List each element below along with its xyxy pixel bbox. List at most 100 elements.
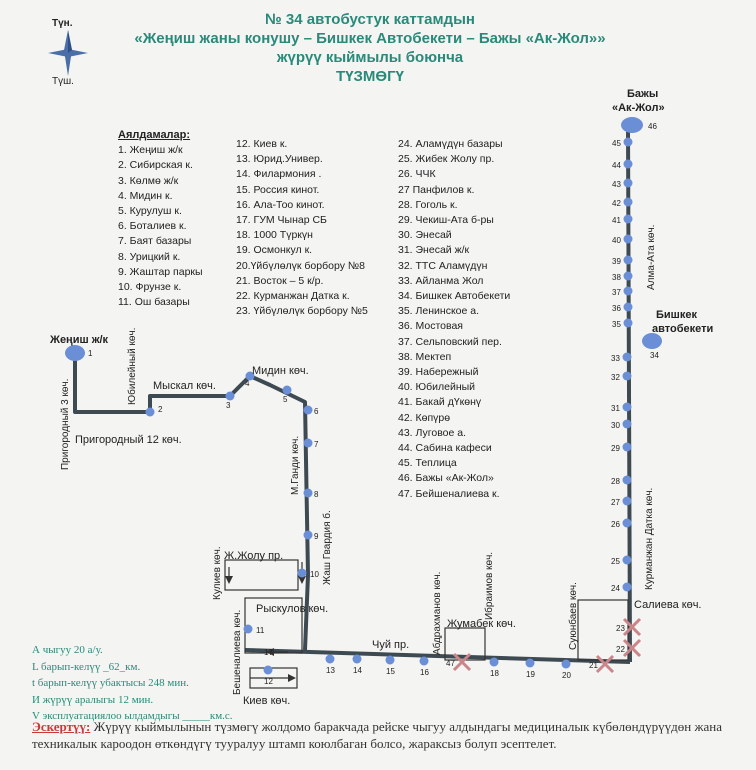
bus-stop-number: 8 <box>314 490 319 499</box>
bus-stop-marker <box>623 271 633 281</box>
bus-stop-marker <box>623 318 633 328</box>
legend-title: Аялдамалар: <box>118 129 191 141</box>
stops-legend-col2: 12. Киев к.13. Юрид.Универ.14. Филармони… <box>236 137 368 319</box>
legend-stop-item: 9. Жаштар паркы <box>118 265 203 278</box>
legend-stop-item: 45. Теплица <box>398 457 457 470</box>
bus-stop-marker <box>623 255 633 265</box>
bus-stop-marker <box>297 568 307 578</box>
legend-stop-item: 31. Энесай ж/к <box>398 244 470 257</box>
compass: Түн. Түш. <box>38 18 98 88</box>
compass-north-label: Түн. <box>52 18 73 29</box>
bus-stop-number: 37 <box>612 288 621 297</box>
street-label-chuy: Чуй пр. <box>372 639 409 651</box>
bus-stop-number: 34 <box>650 351 659 360</box>
legend-stop-item: 14. Филармония . <box>236 168 322 181</box>
bus-stop-marker <box>622 555 632 565</box>
bus-stop-marker <box>245 371 255 381</box>
bus-stop-number: 35 <box>612 320 621 329</box>
bus-stop-number: 31 <box>611 404 620 413</box>
stat-interval: И жүрүү аралыгы 12 мин. <box>32 693 154 706</box>
legend-stop-item: 1. Жеңиш ж/к <box>118 144 183 157</box>
bus-stop-number: 44 <box>612 161 621 170</box>
title-line-2: «Жеңиш жаны конушу – Бишкек Автобекети –… <box>134 30 606 47</box>
bus-stop-number: 21 <box>589 661 598 670</box>
legend-stop-item: 11. Ош базары <box>118 296 190 309</box>
legend-stop-item: 33. Айланма Жол <box>398 274 484 287</box>
title-line-1: № 34 автобустук каттамдын <box>265 11 475 28</box>
legend-stop-item: 37. Сельповский пер. <box>398 335 502 348</box>
legend-stop-item: 3. Көлмө ж/к <box>118 174 179 187</box>
legend-stop-item: 18. 1000 Түркүн <box>236 229 313 242</box>
bus-stop-number: 17 <box>264 648 273 657</box>
zh-zholu-block <box>224 559 299 591</box>
street-label-gvardia: Жаш Гвардия б. <box>321 510 333 585</box>
bus-stop-marker <box>622 496 632 506</box>
bus-stop-marker <box>352 654 362 664</box>
bus-stop-marker <box>303 405 313 415</box>
legend-stop-item: 42. Көпүрө <box>398 411 451 424</box>
bus-stop-marker <box>282 385 292 395</box>
bus-stop-marker <box>243 624 253 634</box>
bus-stop-number: 46 <box>648 122 657 131</box>
street-label-yubileyny: Юбилейный көч. <box>126 328 138 405</box>
legend-stop-item: 30. Энесай <box>398 229 452 242</box>
bus-stop-number: 29 <box>611 444 620 453</box>
legend-stop-item: 46. Бажы «Ак-Жол» <box>398 472 494 485</box>
bus-stop-marker <box>622 518 632 528</box>
street-label-mgandi: М.Ганди көч. <box>290 436 301 495</box>
stat-roundtrip-time: t барып-келүү убактысы 248 мин. <box>32 677 189 689</box>
legend-stop-item: 22. Курманжан Датка к. <box>236 290 350 303</box>
street-label-kurmanzhan: Курманжан Датка көч. <box>644 488 655 590</box>
street-label-alma_ata: Алма-Ата көч. <box>646 225 657 290</box>
legend-stop-item: 6. Боталиев к. <box>118 220 187 233</box>
bus-stop-marker <box>622 352 632 362</box>
route-title: № 34 автобустук каттамдын «Жеңиш жаны ко… <box>110 10 630 86</box>
legend-stop-item: 15. Россия кинот. <box>236 183 320 196</box>
street-label-kiev: Киев көч. <box>243 695 290 707</box>
legend-stop-item: 25. Жибек Жолу пр. <box>398 153 495 166</box>
bus-stop-marker <box>525 658 535 668</box>
bus-stop-marker <box>623 159 633 169</box>
bus-stop-number: 15 <box>386 667 395 676</box>
legend-stop-item: 10. Фрунзе к. <box>118 281 182 294</box>
legend-stop-item: 34. Бишкек Автобекети <box>398 290 511 303</box>
legend-stop-item: 44. Сабина кафеси <box>398 442 492 455</box>
bus-stop-number: 42 <box>612 199 621 208</box>
legend-stop-item: 26. ЧЧК <box>398 168 436 181</box>
bus-stop-number: 11 <box>256 626 265 635</box>
street-label-prigorodny12: Пригородный 12 көч. <box>75 434 182 446</box>
bus-stop-number: 4 <box>245 379 250 388</box>
bus-stop-number: 14 <box>353 666 362 675</box>
street-label-ibraimov: Ибраимов көч. <box>483 552 495 620</box>
bus-stop-number: 36 <box>612 304 621 313</box>
legend-stop-item: 47. Бейшеналиева к. <box>398 487 500 500</box>
legend-stop-item: 29. Чекиш-Ата б-ры <box>398 214 494 227</box>
title-line-3: жүрүү кыймылы боюнча <box>276 49 464 66</box>
bus-stop-marker <box>561 659 571 669</box>
legend-stop-item: 13. Юрид.Универ. <box>236 153 323 166</box>
bus-stop-marker <box>225 391 235 401</box>
legend-stop-item: 20.Үйбүлөлүк борбору №8 <box>236 259 365 272</box>
legend-stop-item: 16. Ала-Тоо кинот. <box>236 198 325 211</box>
street-label-abdrakhmanov: Абдрахманов көч. <box>431 572 443 655</box>
legend-stop-item: 7. Баят базары <box>118 235 192 248</box>
bus-stop-number: 6 <box>314 407 319 416</box>
bus-stop-number: 27 <box>611 498 620 507</box>
bus-stop-number: 19 <box>526 670 535 679</box>
bus-stop-marker <box>623 178 633 188</box>
legend-stop-item: 27 Панфилов к. <box>398 183 475 196</box>
bus-stop-number: 5 <box>283 395 288 404</box>
street-label-myskal: Мыскал көч. <box>153 380 216 392</box>
bus-stop-marker <box>622 442 632 452</box>
route-stats: А чыгуу 20 а/у. L барып-келүү _62_км. t … <box>32 642 233 725</box>
legend-stop-item: 41. Бакай дҮкөнү <box>398 396 482 409</box>
terminal-top-label-2: «Ак-Жол» <box>612 102 665 114</box>
street-label-prigorodny3: Пригородный 3 көч. <box>60 379 71 470</box>
bus-stop-number: 25 <box>611 557 620 566</box>
street-label-zh_zholu: Ж.Жолу пр. <box>224 550 283 562</box>
bus-stop-marker <box>145 407 155 417</box>
bus-stop-number: 26 <box>611 520 620 529</box>
bus-stop-marker <box>623 137 633 147</box>
bus-stop-marker <box>623 234 633 244</box>
bus-stop-number: 3 <box>226 401 231 410</box>
